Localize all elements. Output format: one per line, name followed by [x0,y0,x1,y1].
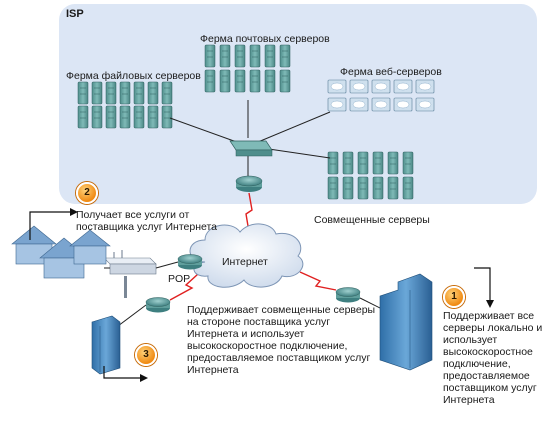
server-icon [219,69,231,93]
server-icon [119,81,131,105]
server-icon [234,69,246,93]
combined-farm-label: Совмещенные серверы [314,214,430,226]
server-icon [105,105,117,129]
server-icon [91,105,103,129]
isp-router-icon [235,175,263,192]
web-server-icon [327,97,347,112]
building-3-icon [91,315,121,375]
server-icon [249,69,261,93]
web-server-icon [415,79,435,94]
web-server-icon [393,79,413,94]
server-icon [147,105,159,129]
isp-label: ISP [66,8,84,20]
server-icon [234,44,246,68]
arrows [29,211,491,379]
scenario-3-text: Поддерживает совмещенные серверы на стор… [187,304,376,376]
web-server-icon [371,79,391,94]
server-icon [219,44,231,68]
scenario-1-text: Поддерживает все серверы локально и испо… [443,310,543,406]
server-icon [77,81,89,105]
internet-label: Интернет [222,256,268,268]
web-server-icon [371,97,391,112]
web-server-icon [415,97,435,112]
router-1-icon [335,287,361,303]
server-icon [105,81,117,105]
isp-switch-icon [229,140,273,157]
internet-cloud-icon [189,223,304,288]
server-icon [327,176,339,200]
server-icon [77,105,89,129]
web-server-icon [393,97,413,112]
server-icon [204,69,216,93]
server-icon [357,176,369,200]
web-farm-label: Ферма веб-серверов [340,66,442,78]
server-icon [342,151,354,175]
isp-links [169,100,331,176]
server-icon [133,105,145,129]
file-farm-label: Ферма файловых серверов [66,70,201,82]
server-icon [119,105,131,129]
scenario-2-badge: 2 [76,182,98,204]
server-icon [91,81,103,105]
modem-icon [103,250,157,298]
web-server-icon [327,79,347,94]
pop-label: POP [168,273,191,285]
server-icon [249,44,261,68]
server-icon [372,151,384,175]
server-icon [327,151,339,175]
modem-pop-link [155,261,179,269]
houses-icon [11,225,111,279]
server-icon [279,44,291,68]
server-icon [161,81,173,105]
server-icon [147,81,159,105]
building-1-icon [379,273,433,371]
scenario-3-badge: 3 [135,344,157,366]
web-server-icon [349,79,369,94]
server-icon [204,44,216,68]
server-icon [402,151,414,175]
server-icon [161,105,173,129]
scenario-1-badge: 1 [443,286,465,308]
server-icon [133,81,145,105]
server-icon [279,69,291,93]
server-icon [264,44,276,68]
isp-region [59,4,537,204]
server-icon [342,176,354,200]
scenario-2-text: Получает все услуги от поставщика услуг … [76,209,218,233]
server-icon [372,176,384,200]
server-icon [264,69,276,93]
router3-building-link [117,304,147,327]
mail-farm-label: Ферма почтовых серверов [200,33,330,45]
router-3-icon [145,297,171,313]
server-icon [402,176,414,200]
server-icon [357,151,369,175]
arrowheads [70,208,494,382]
wan-links [169,192,337,301]
server-icon [387,151,399,175]
server-icon [387,176,399,200]
web-server-icon [349,97,369,112]
pop-router-icon [177,254,203,270]
